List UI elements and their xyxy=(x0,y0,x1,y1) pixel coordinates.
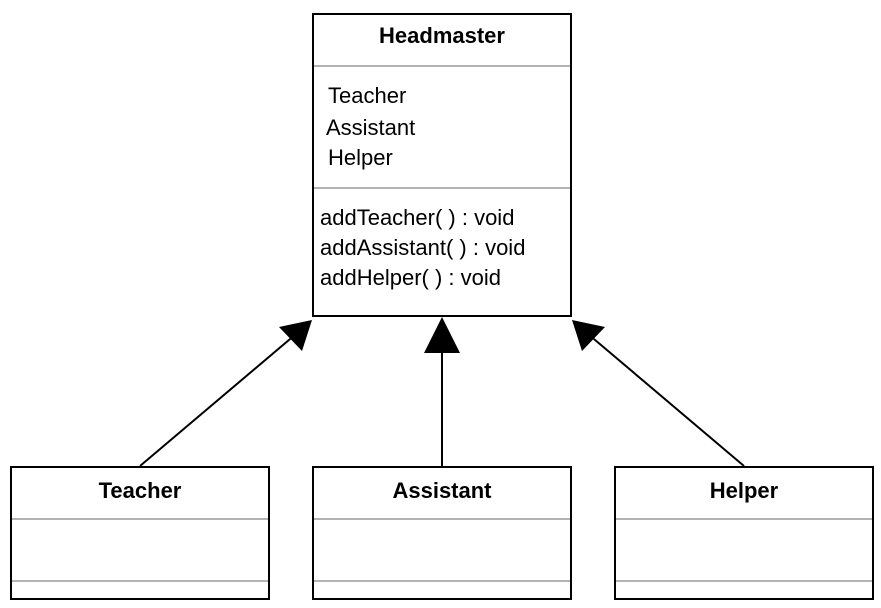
class-headmaster[interactable]: Headmaster Teacher Assistant Helper addT… xyxy=(312,13,572,317)
operations-divider xyxy=(314,187,570,189)
arrow-teacher-to-headmaster xyxy=(139,333,297,467)
arrowhead-teacher xyxy=(279,320,312,351)
class-name: Teacher xyxy=(98,478,182,503)
operations-divider xyxy=(12,580,268,582)
class-name: Helper xyxy=(709,478,779,503)
arrow-helper-to-headmaster xyxy=(587,333,745,467)
class-name: Assistant xyxy=(392,478,492,503)
arrowhead-helper xyxy=(572,320,605,351)
attribute-assistant: Assistant xyxy=(326,115,416,140)
attributes-divider xyxy=(12,518,268,520)
class-teacher[interactable]: Teacher xyxy=(10,466,270,600)
operation-add-teacher: addTeacher( ) : void xyxy=(320,205,515,230)
class-assistant[interactable]: Assistant xyxy=(312,466,572,600)
arrowhead-assistant xyxy=(424,317,460,353)
class-helper[interactable]: Helper xyxy=(614,466,874,600)
attribute-helper: Helper xyxy=(328,145,393,170)
class-name: Headmaster xyxy=(379,23,505,48)
attribute-teacher: Teacher xyxy=(328,83,407,108)
attributes-divider xyxy=(314,518,570,520)
operation-add-helper: addHelper( ) : void xyxy=(320,265,501,290)
operations-divider xyxy=(314,580,570,582)
operation-add-assistant: addAssistant( ) : void xyxy=(320,235,526,260)
attributes-divider xyxy=(314,65,570,67)
attributes-divider xyxy=(616,518,872,520)
operations-divider xyxy=(616,580,872,582)
